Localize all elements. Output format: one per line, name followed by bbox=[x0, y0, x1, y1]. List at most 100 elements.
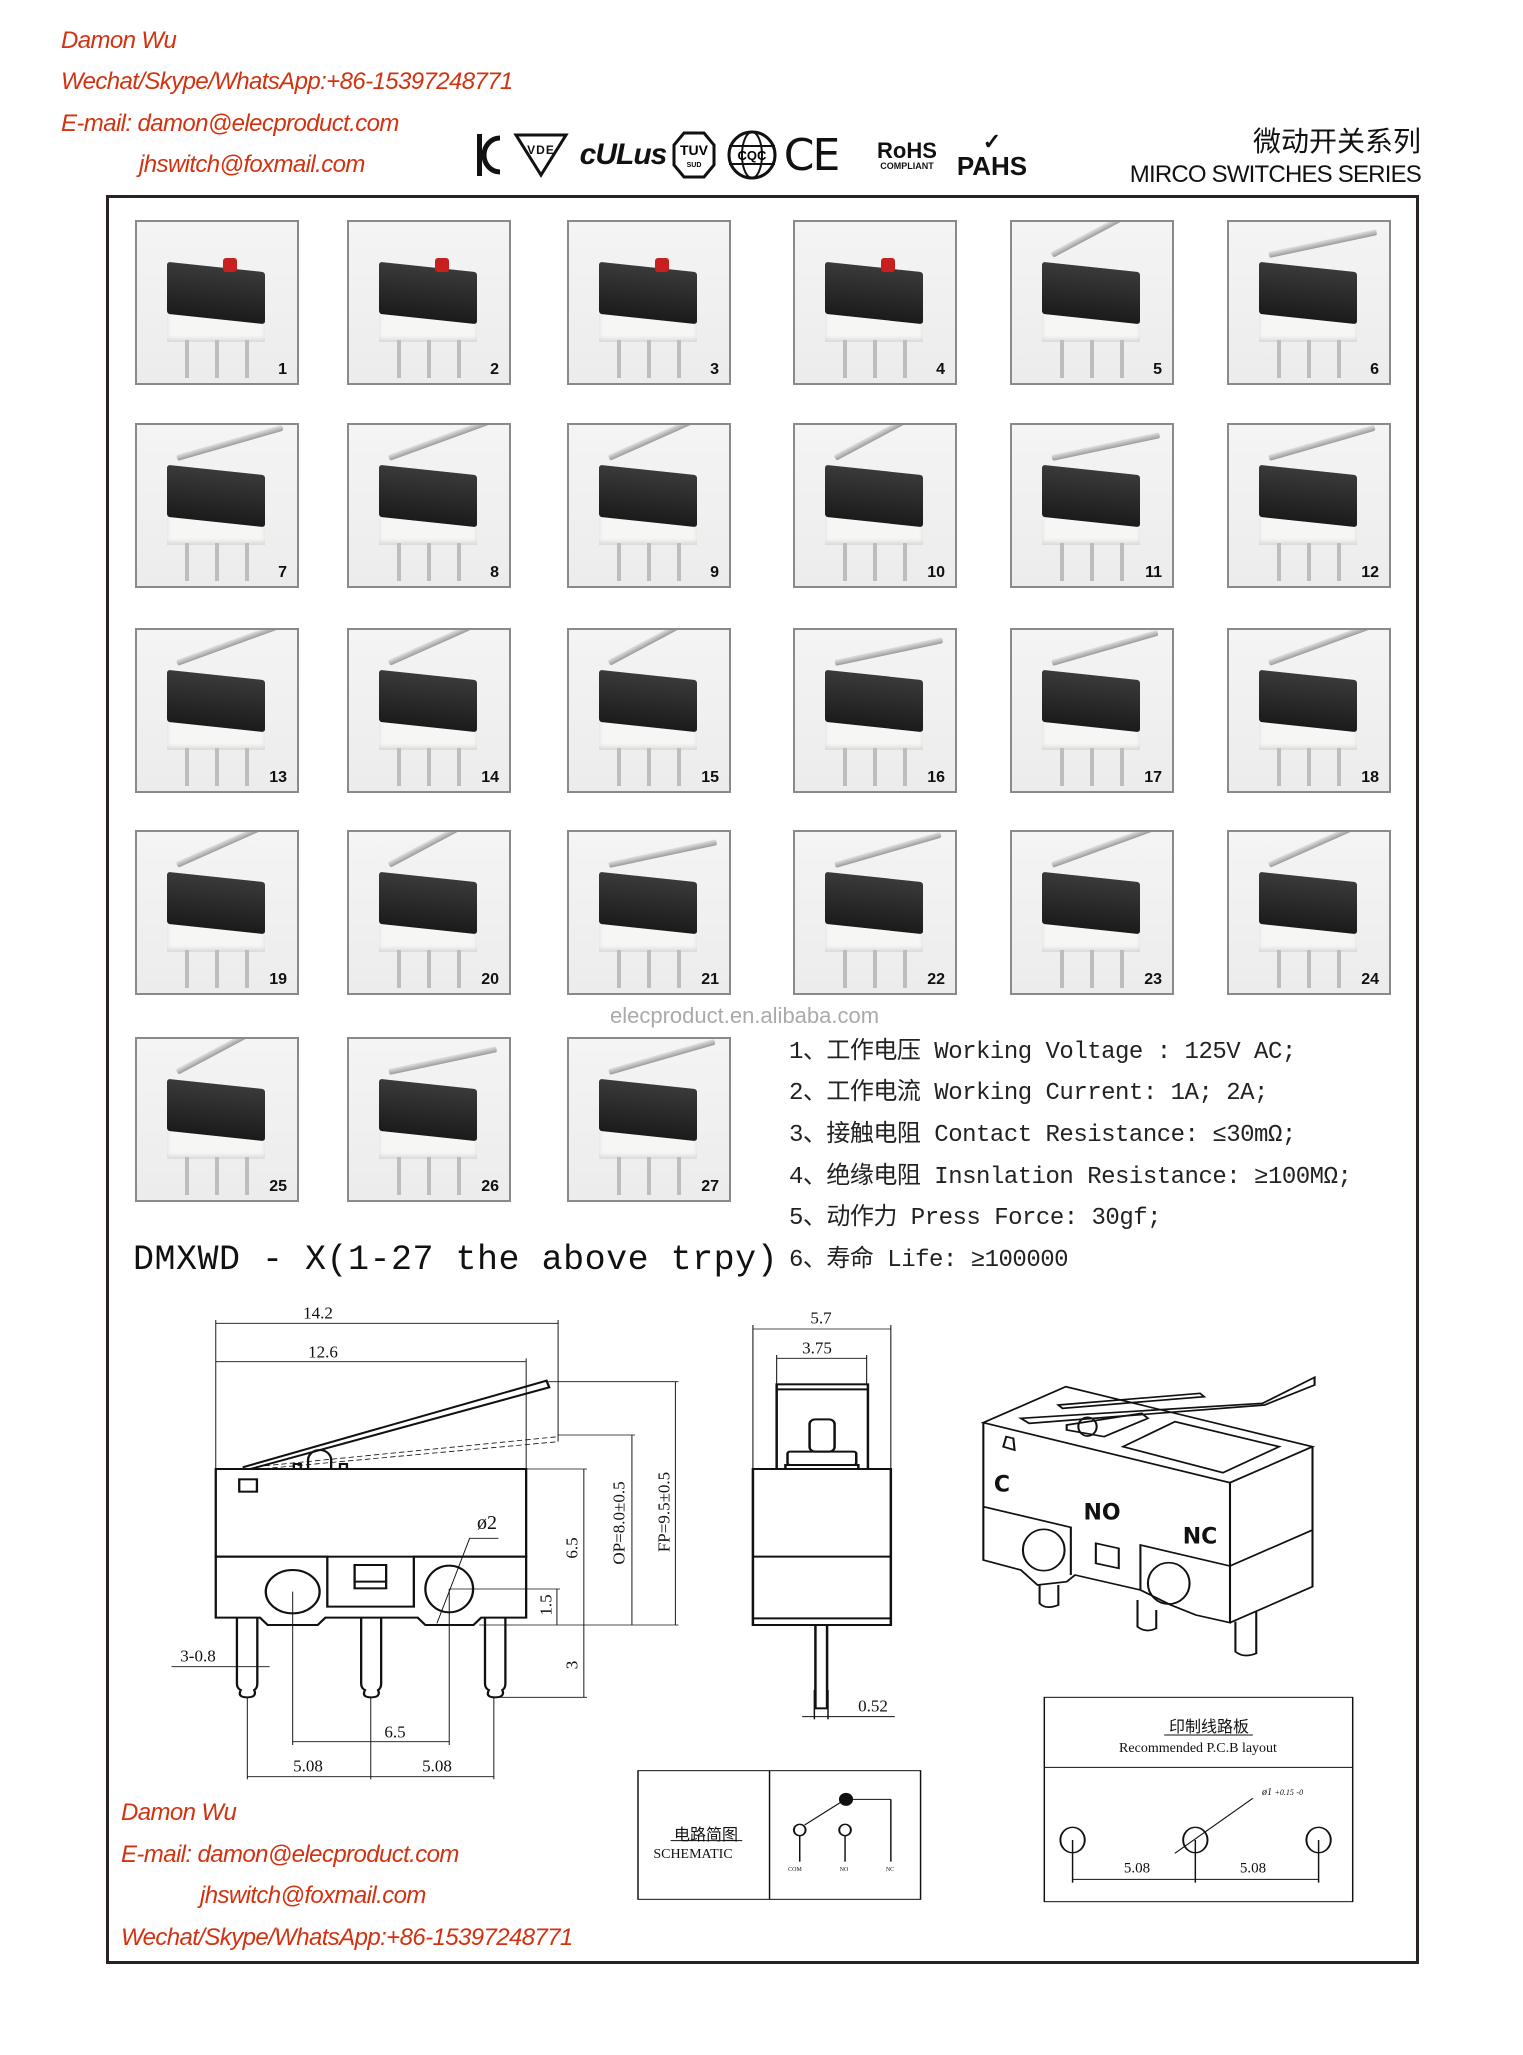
thumbnail-number: 23 bbox=[1144, 971, 1162, 988]
switch-pin bbox=[1120, 543, 1124, 581]
product-thumbnail[interactable]: 9 bbox=[567, 423, 731, 588]
schematic-and-pcb-drawing bbox=[637, 1690, 1354, 1903]
product-thumbnail[interactable]: 6 bbox=[1227, 220, 1391, 385]
product-thumbnail[interactable]: 3 bbox=[567, 220, 731, 385]
product-thumbnail[interactable]: 27 bbox=[567, 1037, 731, 1202]
switch-body bbox=[1042, 464, 1140, 528]
switch-pin bbox=[1337, 543, 1341, 581]
product-thumbnail[interactable]: 22 bbox=[793, 830, 957, 995]
switch-pin bbox=[647, 950, 651, 988]
product-thumbnail[interactable]: 23 bbox=[1010, 830, 1174, 995]
thumbnail-number: 8 bbox=[490, 564, 499, 581]
product-thumbnail[interactable]: 12 bbox=[1227, 423, 1391, 588]
thumbnail-number: 10 bbox=[927, 564, 945, 581]
switch-pin bbox=[1277, 543, 1281, 581]
product-thumbnail[interactable]: 13 bbox=[135, 628, 299, 793]
switch-body bbox=[379, 464, 477, 528]
switch-body bbox=[167, 669, 265, 733]
switch-body bbox=[599, 871, 697, 935]
series-title-en: MIRCO SWITCHES SERIES bbox=[1129, 161, 1422, 188]
dim-hole-spacing: 6.5 bbox=[384, 1722, 406, 1742]
product-thumbnail[interactable]: 21 bbox=[567, 830, 731, 995]
switch-pin bbox=[215, 543, 219, 581]
footer-contact-email-link[interactable]: E-mail: damon@elecproduct.com bbox=[121, 1841, 459, 1868]
thumbnail-number: 15 bbox=[701, 769, 719, 786]
footer-contact-email2-link[interactable]: jhswitch@foxmail.com bbox=[200, 1882, 426, 1909]
product-thumbnail[interactable]: 25 bbox=[135, 1037, 299, 1202]
product-thumbnail[interactable]: 8 bbox=[347, 423, 511, 588]
contact-email-link[interactable]: E-mail: damon@elecproduct.com bbox=[61, 110, 399, 137]
thumbnail-number: 9 bbox=[710, 564, 719, 581]
product-thumbnail[interactable]: 11 bbox=[1010, 423, 1174, 588]
switch-pin bbox=[427, 340, 431, 378]
switch-pin bbox=[245, 950, 249, 988]
switch-pin bbox=[677, 1157, 681, 1195]
product-thumbnail[interactable]: 1 bbox=[135, 220, 299, 385]
product-thumbnail[interactable]: 15 bbox=[567, 628, 731, 793]
thumbnail-number: 26 bbox=[481, 1178, 499, 1195]
product-thumbnail[interactable]: 24 bbox=[1227, 830, 1391, 995]
pcb-pitch-right: 5.08 bbox=[1239, 1860, 1267, 1877]
product-thumbnail[interactable]: 7 bbox=[135, 423, 299, 588]
product-thumbnail[interactable]: 16 bbox=[793, 628, 957, 793]
contact-email2-link[interactable]: jhswitch@foxmail.com bbox=[139, 151, 365, 178]
product-thumbnail[interactable]: 20 bbox=[347, 830, 511, 995]
product-thumbnail[interactable]: 5 bbox=[1010, 220, 1174, 385]
schematic-title-en: SCHEMATIC bbox=[653, 1847, 733, 1862]
product-thumbnail[interactable]: 14 bbox=[347, 628, 511, 793]
switch-pin bbox=[457, 340, 461, 378]
ce-logo-icon: CE bbox=[783, 129, 841, 181]
switch-body bbox=[167, 1078, 265, 1142]
switch-pin bbox=[1090, 748, 1094, 786]
switch-lever bbox=[834, 832, 942, 868]
product-thumbnail[interactable]: 19 bbox=[135, 830, 299, 995]
spec-press-force: 5、动作力 Press Force: 30gf; bbox=[789, 1205, 1162, 1232]
switch-pin bbox=[873, 543, 877, 581]
footer-contact-phone: Wechat/Skype/WhatsApp:+86-15397248771 bbox=[121, 1924, 573, 1951]
switch-body bbox=[379, 1078, 477, 1142]
switch-pin bbox=[245, 748, 249, 786]
product-thumbnail[interactable]: 17 bbox=[1010, 628, 1174, 793]
switch-body bbox=[167, 261, 265, 325]
thumbnail-number: 16 bbox=[927, 769, 945, 786]
switch-pin bbox=[245, 340, 249, 378]
switch-pin bbox=[397, 950, 401, 988]
switch-pin bbox=[1307, 950, 1311, 988]
product-thumbnail[interactable]: 4 bbox=[793, 220, 957, 385]
switch-pin bbox=[427, 1157, 431, 1195]
switch-body bbox=[825, 261, 923, 325]
switch-lever bbox=[388, 1046, 498, 1075]
svg-text:CQC: CQC bbox=[738, 148, 768, 163]
switch-lever bbox=[387, 630, 491, 666]
product-thumbnail[interactable]: 18 bbox=[1227, 628, 1391, 793]
switch-lever bbox=[176, 425, 284, 461]
ul-logo-text: cULus bbox=[579, 138, 668, 171]
switch-pin bbox=[1120, 950, 1124, 988]
thumbnail-number: 4 bbox=[936, 361, 945, 378]
product-thumbnail[interactable]: 10 bbox=[793, 423, 957, 588]
switch-pin bbox=[647, 1157, 651, 1195]
switch-pin bbox=[215, 748, 219, 786]
pcb-title-en: Recommended P.C.B layout bbox=[1119, 1741, 1277, 1756]
switch-body bbox=[379, 669, 477, 733]
spec-current: 2、工作电流 Working Current: 1A; 2A; bbox=[789, 1080, 1268, 1107]
switch-body bbox=[167, 464, 265, 528]
thumbnail-number: 19 bbox=[269, 971, 287, 988]
switch-pin bbox=[903, 748, 907, 786]
switch-lever bbox=[608, 839, 718, 868]
product-thumbnail[interactable]: 2 bbox=[347, 220, 511, 385]
thumbnail-number: 21 bbox=[701, 971, 719, 988]
dim-operating-position: OP=8.0±0.5 bbox=[609, 1481, 629, 1565]
schematic-com-label: COM bbox=[788, 1867, 802, 1873]
thumbnail-number: 3 bbox=[710, 361, 719, 378]
product-thumbnail[interactable]: 26 bbox=[347, 1037, 511, 1202]
pcb-hole-diameter: ø1 +0.15 -0 bbox=[1262, 1788, 1303, 1798]
thumbnail-number: 22 bbox=[927, 971, 945, 988]
thumbnail-number: 6 bbox=[1370, 361, 1379, 378]
iso-label-nc: NC bbox=[1182, 1524, 1218, 1550]
switch-pin bbox=[245, 1157, 249, 1195]
iso-label-no: NO bbox=[1083, 1500, 1121, 1526]
switch-pin bbox=[185, 950, 189, 988]
switch-pin bbox=[677, 340, 681, 378]
switch-lever bbox=[175, 1039, 276, 1075]
